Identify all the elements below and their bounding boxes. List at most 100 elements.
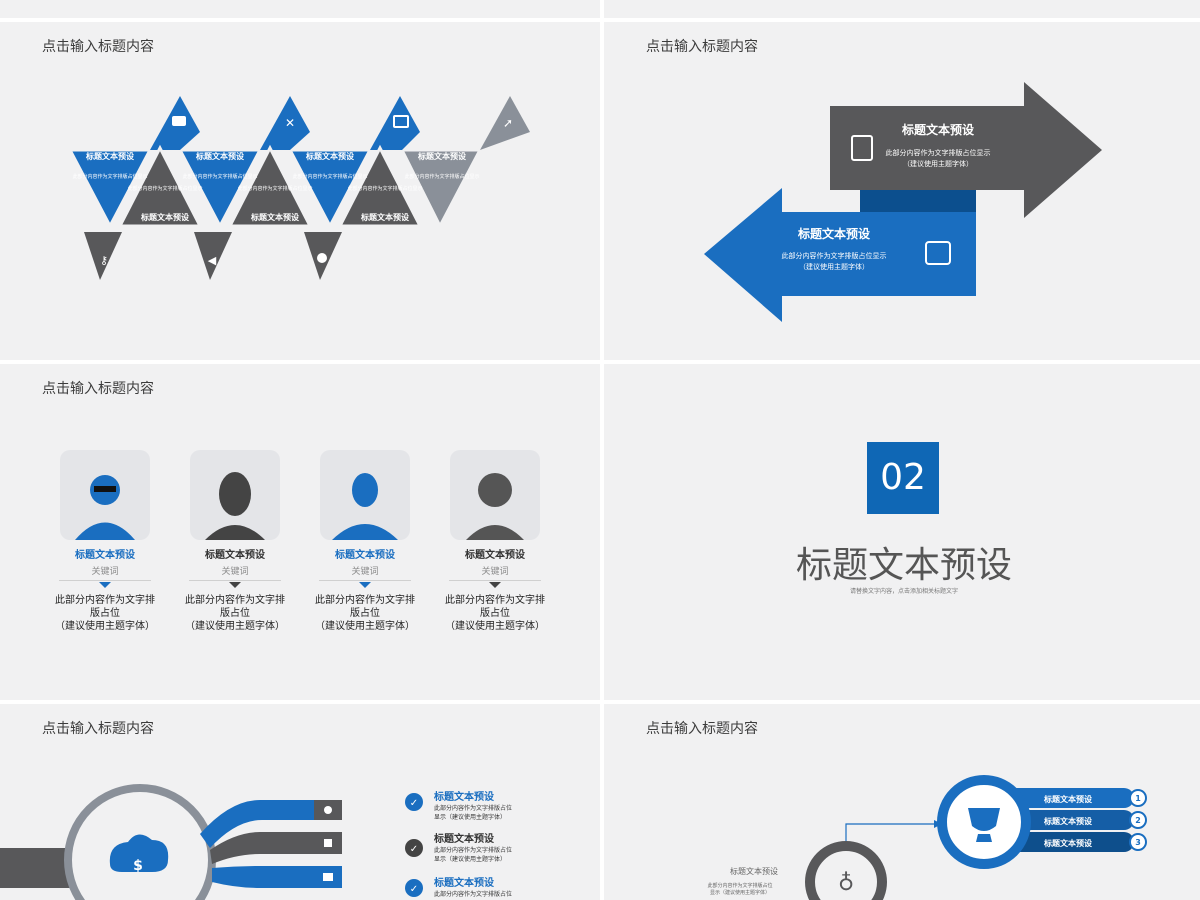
triangle-dark-1 — [117, 144, 203, 228]
left-arrow — [704, 188, 976, 322]
triangle-blue-1 — [67, 148, 153, 230]
right-arrow — [830, 82, 1102, 218]
left-label: 标题文本预设 — [730, 866, 778, 876]
document-icon — [851, 135, 873, 161]
person-name: 标题文本预设 — [75, 550, 135, 561]
left-arrow-desc: 此部分内容作为文字排版占位显示 — [782, 251, 887, 260]
trophy-icon — [968, 808, 1000, 842]
triangle-label: 标题文本预设 — [305, 151, 354, 161]
slide-thumbnail-people[interactable]: 点击输入标题内容 标题文本预设 关键词 此部分内容作为文字排 版占位 （建议使用… — [0, 364, 600, 700]
key-icon: ⚷ — [100, 254, 108, 267]
divider — [319, 580, 411, 581]
tab-number-badge — [1129, 833, 1147, 851]
triangle-desc: 此部分内容作为文字排版占位显示 — [347, 185, 422, 192]
lightbulb-icon: ♁ — [838, 871, 854, 896]
chevron-down-icon — [99, 582, 111, 588]
tab-number-badge — [1129, 789, 1147, 807]
ribbon-3 — [212, 866, 314, 888]
arrow-overlap-shadow — [860, 190, 976, 212]
trophy-diagram: 标题文本预设 此部分内容作为文字排版占位 显示（建议使用主题字体） ♁ 标题文本… — [707, 775, 1147, 900]
left-desc: 显示（建议使用主题字体） — [710, 889, 770, 896]
triangle-desc: 此部分内容作为文字排版占位显示 — [127, 185, 202, 192]
team-icon — [323, 873, 333, 881]
slide-title: 点击输入标题内容 — [646, 39, 758, 55]
triangle-label: 标题文本预设 — [360, 212, 409, 222]
slide-thumbnail-triangles[interactable]: 点击输入标题内容 ✕ ➚ ⚷ ◀ 标题文本预设 标题文本预设 标题文本预设 标题… — [0, 22, 600, 360]
left-arrow-label: 标题文本预设 — [797, 226, 871, 241]
magnifier-diagram: $ ✓ 标题文本预设 此部分内容作为文字排版占位 显示（建议使用主题字体） ✓ … — [0, 784, 512, 900]
person-name: 标题文本预设 — [335, 550, 395, 561]
triangle-desc: 此部分内容作为文字排版占位显示 — [72, 173, 147, 180]
person-card: 标题文本预设 关键词 此部分内容作为文字排 版占位 （建议使用主题字体） — [40, 450, 170, 633]
left-arrow-desc2: （建议使用主题字体） — [799, 262, 869, 271]
person-keyword: 关键词 — [481, 567, 509, 577]
triangle-gray-4 — [399, 148, 483, 230]
triangle-desc: 此部分内容作为文字排版占位显示 — [292, 173, 367, 180]
item-label: 标题文本预设 — [433, 832, 494, 845]
person-card: 标题文本预设 关键词 此部分内容作为文字排 版占位 （建议使用主题字体） — [430, 450, 560, 633]
section-number: 02 — [867, 442, 939, 514]
avatar — [320, 450, 410, 540]
rocket-icon: ➚ — [503, 116, 513, 130]
chevron-down-icon — [229, 582, 241, 588]
slide-thumbnail-magnifier[interactable]: 点击输入标题内容 $ ✓ 标题文本预设 此部分内容作为文字排版占位 显示（建议使… — [0, 704, 600, 900]
check-icon — [405, 793, 423, 811]
person-card: 标题文本预设 关键词 此部分内容作为文字排 版占位 （建议使用主题字体） — [170, 450, 300, 633]
slide-title: 点击输入标题内容 — [42, 721, 154, 737]
tab-number-badge — [1129, 811, 1147, 829]
triangle-desc: 此部分内容作为文字排版占位显示 — [182, 173, 257, 180]
right-arrow-desc2: （建议使用主题字体） — [903, 159, 973, 168]
tab-number: 2 — [1135, 816, 1141, 825]
check-mark: ✓ — [410, 884, 418, 895]
person-keyword: 关键词 — [351, 567, 379, 577]
person-keyword: 关键词 — [221, 567, 249, 577]
item-label: 标题文本预设 — [433, 790, 494, 803]
slide-thumbnail-top-left[interactable] — [0, 0, 600, 18]
person-card: 标题文本预设 关键词 此部分内容作为文字排 版占位 （建议使用主题字体） — [300, 450, 430, 633]
tab-bar-3 — [994, 832, 1134, 852]
triangle-dark-3 — [337, 144, 423, 228]
slide-title: 点击输入标题内容 — [42, 381, 154, 397]
slide-thumbnail-arrows[interactable]: 点击输入标题内容 标题文本预设 此部分内容作为文字排版占位显示 （建议使用主题字… — [604, 22, 1200, 360]
triangle-label: 标题文本预设 — [140, 212, 189, 222]
ribbon-2 — [210, 832, 314, 864]
section-title: 标题文本预设 — [795, 545, 1012, 586]
triangle-blue-3 — [287, 148, 373, 230]
person-desc: 此部分内容作为文字排 版占位 （建议使用主题字体） — [55, 595, 155, 632]
item-label: 标题文本预设 — [433, 876, 494, 889]
triangle-down-dark-1 — [84, 232, 122, 280]
avatar — [190, 450, 280, 540]
magnifier-handle — [0, 848, 72, 888]
slide-title: 点击输入标题内容 — [646, 721, 758, 737]
presentation-icon — [393, 115, 409, 128]
wallet-icon — [925, 241, 951, 265]
slide-title: 点击输入标题内容 — [42, 39, 154, 55]
item-desc: 此部分内容作为文字排版占位 — [434, 846, 512, 854]
check-mark: ✓ — [410, 798, 418, 809]
avatar — [60, 450, 150, 540]
triangle-desc: 此部分内容作为文字排版占位显示 — [237, 185, 312, 192]
triangle-label: 标题文本预设 — [195, 151, 244, 161]
tab-bar-1 — [994, 788, 1134, 808]
triangle-up-blue-2 — [260, 96, 310, 150]
check-icon — [405, 879, 423, 897]
arrow-diagram: 标题文本预设 此部分内容作为文字排版占位显示 （建议使用主题字体） 标题文本预设… — [704, 82, 1102, 322]
triangle-label: 标题文本预设 — [85, 151, 134, 161]
person-keyword: 关键词 — [91, 567, 119, 577]
triangle-down-dark-2 — [194, 232, 232, 280]
tab-number: 3 — [1135, 838, 1141, 847]
chevron-down-icon — [359, 582, 371, 588]
check-mark: ✓ — [410, 844, 418, 855]
tools-icon: ✕ — [285, 116, 295, 130]
item-desc: 此部分内容作为文字排版占位 — [434, 804, 512, 812]
slide-thumbnail-section[interactable]: 02 标题文本预设 请替换文字内容，点击添加相关标题文字 — [604, 364, 1200, 700]
item-desc: 显示（建议使用主题字体） — [434, 855, 506, 863]
slide-thumbnail-top-right[interactable] — [604, 0, 1200, 18]
triangle-label: 标题文本预设 — [417, 151, 466, 161]
triangle-desc: 此部分内容作为文字排版占位显示 — [404, 173, 479, 180]
tab-label: 标题文本预设 — [1043, 816, 1092, 826]
center-symbol: $ — [133, 858, 143, 874]
person-desc: 此部分内容作为文字排 版占位 （建议使用主题字体） — [445, 595, 545, 632]
tab-label: 标题文本预设 — [1043, 838, 1092, 848]
slide-thumbnail-trophy[interactable]: 点击输入标题内容 标题文本预设 此部分内容作为文字排版占位 显示（建议使用主题字… — [604, 704, 1200, 900]
